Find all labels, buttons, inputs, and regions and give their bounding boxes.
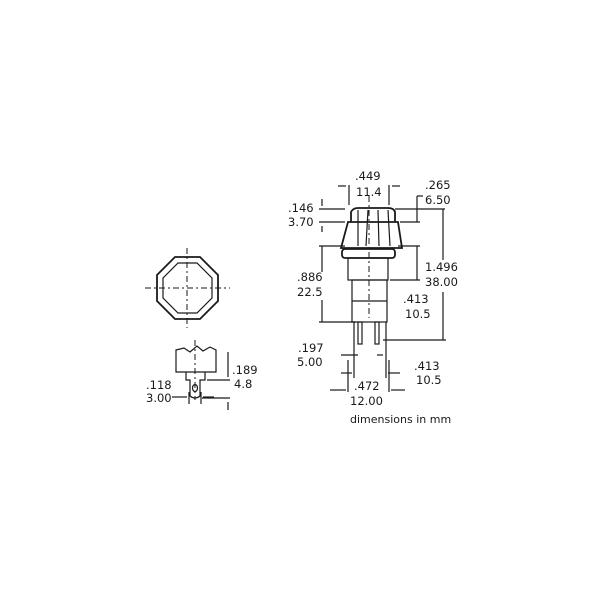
cap-diameter-mm: 11.4 — [356, 185, 382, 199]
overall-height-mm: 38.00 — [425, 275, 458, 289]
thread-diameter-in: .472 — [354, 379, 380, 393]
body-height-mm: 22.5 — [297, 285, 323, 299]
body-width-mm: 10.5 — [416, 373, 442, 387]
body-width-in: .413 — [414, 359, 440, 373]
cap-height-mm: 6.50 — [425, 193, 451, 207]
dimension-lines — [319, 185, 446, 392]
lug-width-mm: 3.00 — [146, 391, 172, 405]
cap-top-height-in: .146 — [288, 201, 314, 215]
terminal-view — [172, 340, 230, 410]
cap-height-in: .265 — [425, 178, 451, 192]
overall-height-in: 1.496 — [425, 260, 458, 274]
lower-body-height-mm: 10.5 — [405, 307, 431, 321]
lug-width-in: .118 — [146, 378, 172, 392]
lug-height-mm: 4.8 — [234, 377, 252, 391]
body-height-in: .886 — [297, 270, 323, 284]
switch-side-view — [339, 196, 404, 345]
top-view-octagon — [145, 248, 230, 328]
cap-top-height-mm: 3.70 — [288, 215, 314, 229]
pin-spacing-mm: 5.00 — [297, 355, 323, 369]
cap-diameter-in: .449 — [355, 169, 381, 183]
thread-diameter-mm: 12.00 — [350, 394, 383, 408]
lower-body-height-in: .413 — [403, 292, 429, 306]
pin-spacing-in: .197 — [298, 341, 324, 355]
units-note: dimensions in mm — [350, 413, 451, 426]
lug-height-in: .189 — [232, 363, 258, 377]
